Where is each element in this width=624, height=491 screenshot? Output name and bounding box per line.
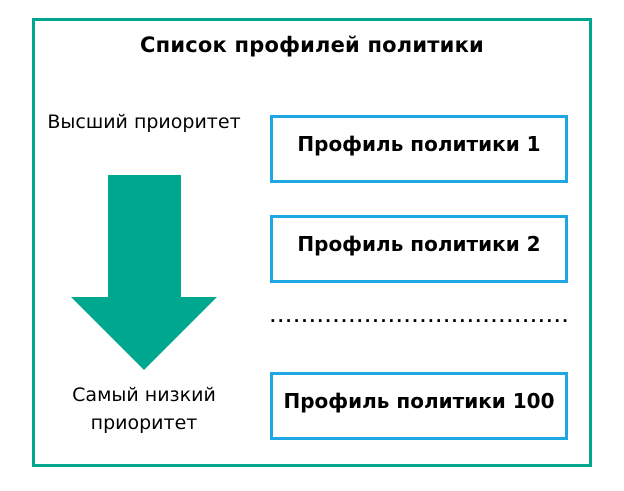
priority-down-arrow-icon (71, 175, 217, 370)
policy-profile-box-100: Профиль политики 100 (270, 372, 568, 440)
diagram-title: Список профилей политики (140, 33, 484, 57)
policy-profile-box-2: Профиль политики 2 (270, 215, 568, 283)
diagram-frame: Список профилей политики Высший приорите… (32, 18, 592, 467)
policy-profile-1-label: Профиль политики 1 (297, 132, 541, 156)
policy-profile-box-1: Профиль политики 1 (270, 115, 568, 183)
highest-priority-label: Высший приоритет (47, 111, 241, 133)
policy-profile-100-label: Профиль политики 100 (283, 389, 555, 413)
lowest-priority-label: Самый низкий приоритет (72, 384, 216, 434)
profiles-ellipsis: ........................................ (270, 308, 568, 326)
policy-profile-2-label: Профиль политики 2 (297, 232, 541, 256)
